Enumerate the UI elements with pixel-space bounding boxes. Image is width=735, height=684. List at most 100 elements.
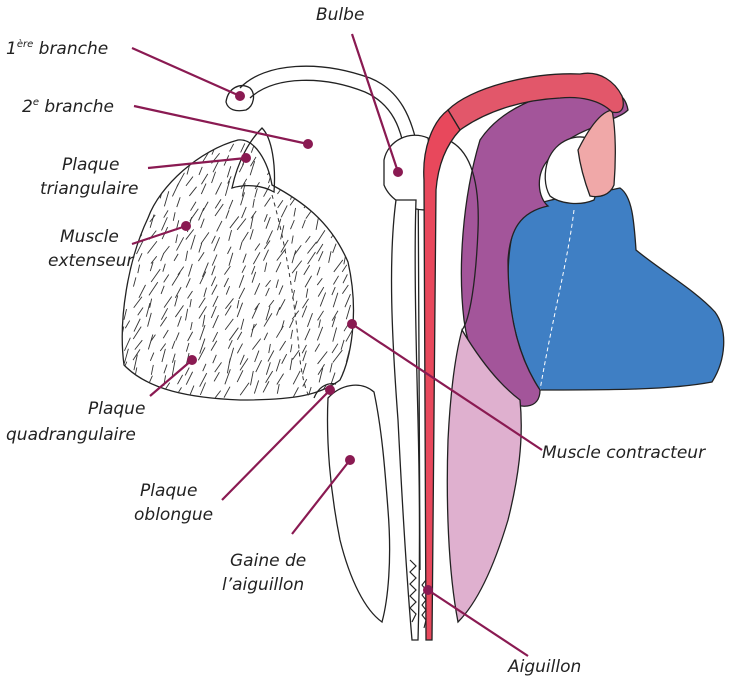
hatch-stroke [122,167,125,175]
hatch-stroke [282,160,287,174]
hatch-stroke [332,151,338,166]
hatch-stroke [122,287,124,296]
label-oblong-plate-line1: Plaque [140,481,197,501]
leader-second-branch [134,106,308,144]
hatch-stroke [319,139,322,154]
hatch-stroke [332,163,335,173]
hatch-stroke [357,139,363,150]
hatch-stroke [356,229,365,242]
dot-quadrangular-plate [187,355,197,365]
dot-bulb [393,167,403,177]
hatch-stroke [343,376,345,384]
hatch-stroke [333,200,336,209]
hatch-stroke [330,143,336,151]
label-bulb: Bulbe [316,5,364,25]
dot-contractor-muscle [347,319,357,329]
label-second-branch: 2e branche [22,97,114,117]
label-stinger-sheath-line1: Gaine de [230,551,306,571]
hatch-stroke [280,177,283,185]
hatch-stroke [358,198,366,210]
hatch-stroke [329,189,334,195]
hatch-stroke [149,383,152,396]
hatch-stroke [345,216,353,227]
label-quadrangular-plate-line2: quadrangulaire [6,425,136,445]
hatch-stroke [303,177,309,185]
dot-second-branch [303,139,313,149]
hatch-stroke [343,143,347,156]
hatch-stroke [357,173,364,186]
hatch-stroke [188,153,194,161]
hatch-stroke [359,240,362,250]
label-first-branch: 1ère branche [6,38,108,59]
hatch-stroke [204,145,209,153]
hatch-stroke [177,148,183,161]
hatch-stroke [125,210,129,222]
hatch-stroke [357,186,363,194]
hatch-stroke [319,155,324,166]
hatch-stroke [159,152,161,161]
label-extensor-muscle-line1: Muscle [60,227,119,247]
hatch-stroke [188,144,190,153]
hatch-stroke [346,238,354,250]
hatch-stroke [360,362,364,375]
dot-stinger [423,585,433,595]
hatch-stroke [343,161,345,174]
dot-stinger-sheath [345,455,355,465]
hatch-stroke [342,191,347,197]
hatch-stroke [124,199,132,209]
hatch-stroke [332,203,336,217]
hatch-stroke [331,219,339,233]
hatch-stroke [357,278,362,293]
hatch-stroke [359,316,366,330]
hatch-stroke [354,295,357,305]
label-triangular-plate-line1: Plaque [62,155,119,175]
hatch-stroke [308,162,312,174]
dot-extensor-muscle [181,221,191,231]
hatch-stroke [359,216,363,229]
hatch-stroke [137,207,144,220]
hatch-stroke [135,147,139,162]
hatch-stroke [279,157,284,167]
hatch-stroke [160,175,165,184]
hatch-stroke [356,169,359,177]
hatch-stroke [346,231,349,239]
hatch-stroke [291,141,296,151]
hatch-stroke [149,188,151,197]
quadrangular-plate-blue [508,188,724,390]
hatch-stroke [123,384,125,393]
hatch-stroke [359,372,364,383]
hatch-stroke [160,167,167,176]
hatch-stroke [359,207,361,216]
hatch-stroke [124,150,130,164]
dot-oblong-plate [325,385,335,395]
oblong-plate-outline [328,385,390,622]
hatch-stroke [125,220,129,230]
hatch-stroke [321,194,326,208]
leader-stinger [428,590,528,656]
hatch-stroke [305,154,308,167]
label-extensor-muscle-line2: extenseur [48,251,135,271]
label-stinger-sheath-line2: l’aiguillon [222,575,304,595]
hatch-stroke [139,178,145,187]
hatch-stroke [137,164,140,173]
dot-triangular-plate [241,153,251,163]
hatch-stroke [149,170,155,183]
hatch-stroke [265,154,271,162]
hatch-stroke [290,175,292,188]
hatch-stroke [146,140,150,153]
hatch-stroke [137,140,146,152]
hatch-stroke [343,176,347,184]
stinger-sheath-outline [392,200,420,640]
hatch-stroke [357,274,362,286]
hatch-stroke [318,211,323,219]
hatch-stroke [121,144,124,152]
hatch-stroke [134,380,142,393]
hatch-stroke [294,157,298,165]
dot-first-branch [235,91,245,101]
hatch-stroke [360,268,366,277]
hatch-stroke [319,193,324,200]
hatch-stroke [345,209,353,222]
hatch-stroke [356,254,365,265]
hatch-stroke [304,187,308,199]
